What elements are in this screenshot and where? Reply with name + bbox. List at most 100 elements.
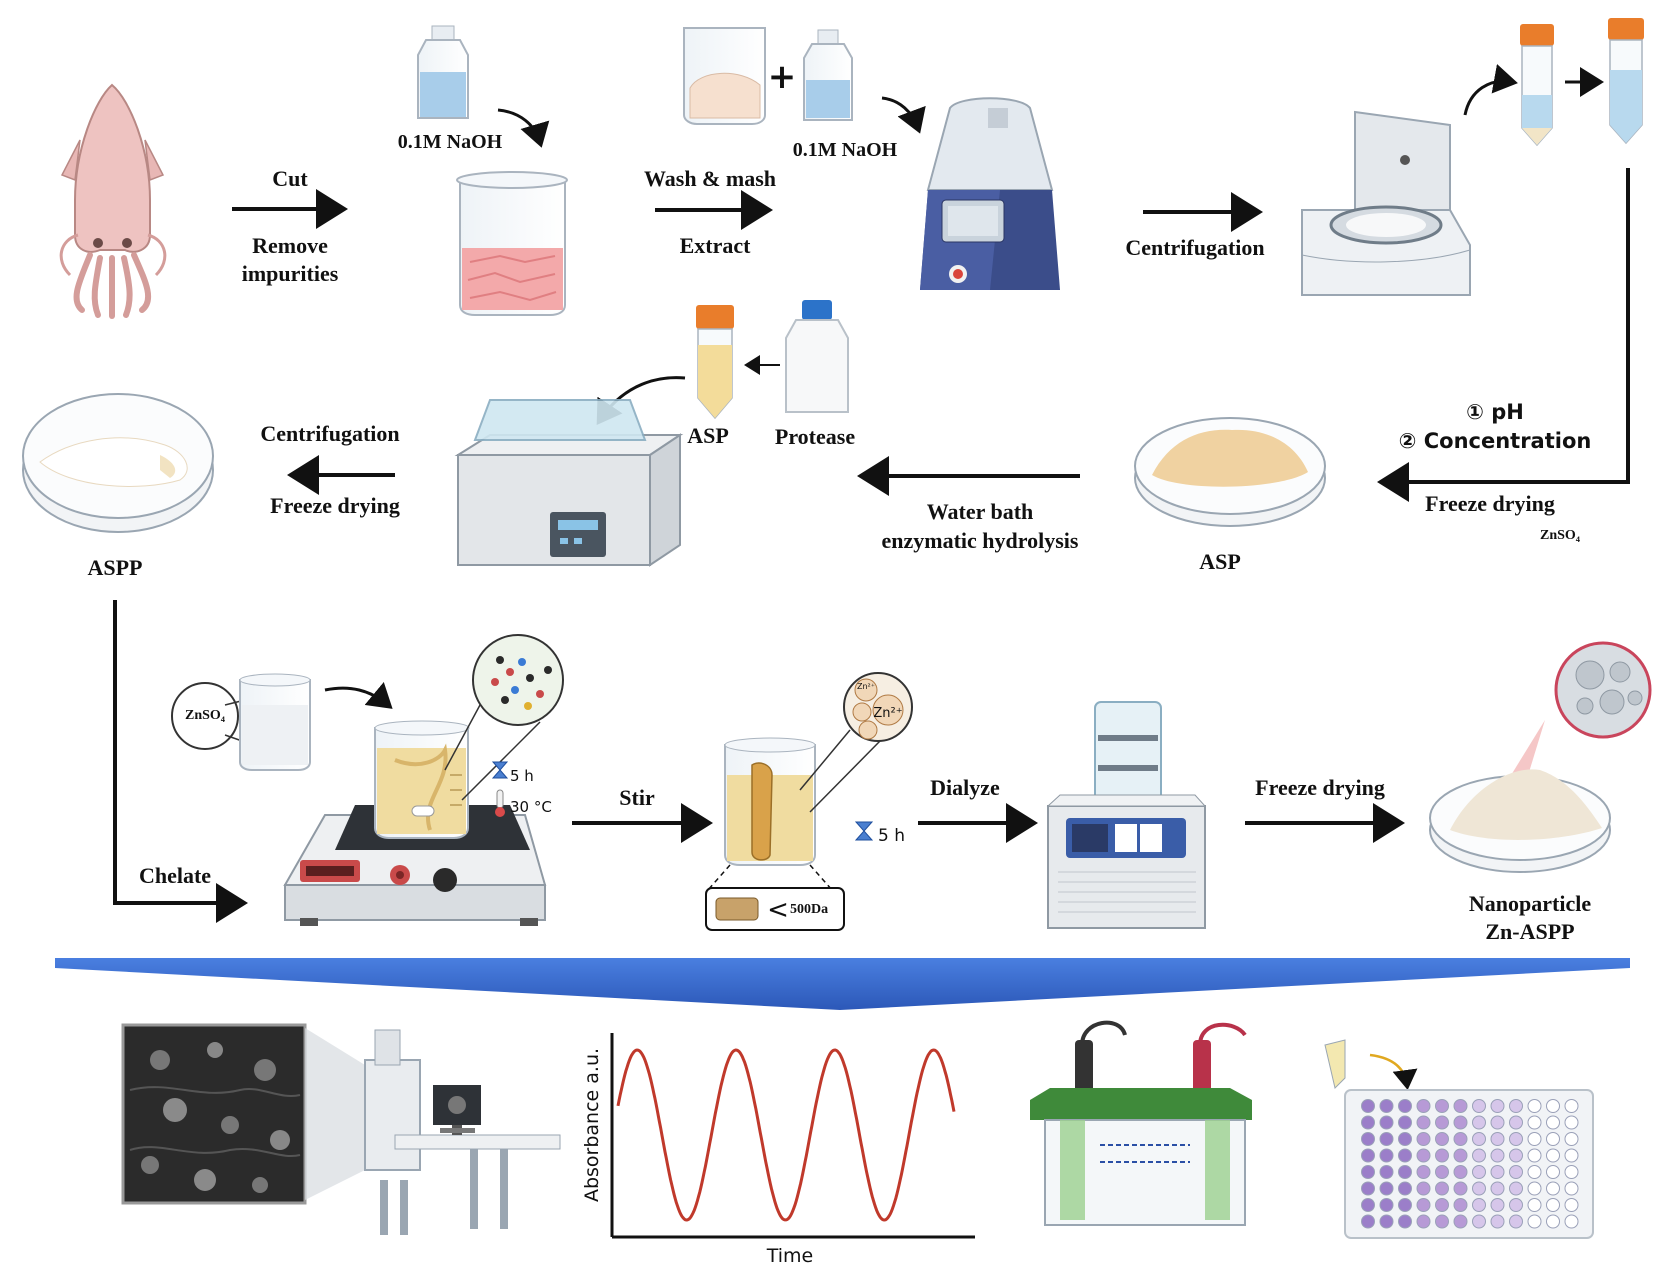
plate-well: [1472, 1165, 1486, 1179]
plate-well: [1379, 1165, 1394, 1179]
plate-well: [1546, 1214, 1560, 1229]
naoh-bottle-icon-1: [417, 25, 469, 119]
plate-well: [1472, 1099, 1486, 1113]
plate-well: [1546, 1132, 1560, 1146]
label-centrifugation-1: Centrifugation: [1125, 235, 1265, 260]
znso4-circle-icon: [171, 682, 239, 750]
plate-well: [1509, 1132, 1523, 1146]
plate-well: [1361, 1099, 1375, 1113]
label-freeze-drying-2: Freeze drying: [270, 493, 400, 518]
label-water-bath-1: Water bath: [926, 499, 1034, 524]
electrophoresis-icon: [1030, 1020, 1252, 1226]
label-znso4-circle: ZnSO₄: [185, 708, 225, 723]
thermometer-icon: [495, 789, 505, 817]
magnetic-stirrer-icon: [283, 805, 547, 926]
plate-well: [1564, 1099, 1579, 1113]
protease-bottle-icon: [785, 300, 849, 413]
microplate-icon: [1324, 1039, 1594, 1239]
tube-icon-2: [1608, 18, 1644, 145]
plate-well: [1490, 1132, 1505, 1146]
label-remove-impurities-1: Remove: [252, 233, 328, 258]
label-aspp: ASPP: [87, 555, 143, 580]
arrow-naoh-1: [497, 108, 550, 148]
plate-well: [1361, 1198, 1375, 1212]
plate-well: [1361, 1165, 1375, 1179]
plate-well: [1546, 1198, 1560, 1212]
plate-well: [1453, 1148, 1468, 1163]
plate-well: [1435, 1148, 1449, 1163]
plate-well: [1564, 1214, 1579, 1229]
plate-well: [1453, 1099, 1468, 1113]
label-freeze-drying-3: Freeze drying: [1255, 775, 1385, 800]
plate-well: [1472, 1198, 1486, 1212]
plate-well: [1564, 1115, 1579, 1130]
hourglass-icon-1: [491, 761, 509, 779]
plate-well: [1546, 1099, 1560, 1113]
label-freeze-drying-1: Freeze drying: [1425, 491, 1555, 516]
plate-well: [1527, 1181, 1542, 1196]
label-znso4-small: ZnSO₄: [1540, 528, 1580, 543]
plate-well: [1509, 1181, 1523, 1196]
extractor-device-icon: [920, 97, 1060, 290]
plate-well: [1379, 1214, 1394, 1229]
label-zn-ion-big: Zn²⁺: [873, 706, 903, 721]
plate-well: [1361, 1214, 1375, 1229]
plate-well: [1361, 1148, 1375, 1163]
plate-well: [1398, 1115, 1412, 1130]
plate-well: [1564, 1165, 1579, 1179]
plate-well: [1398, 1165, 1412, 1179]
plate-well: [1509, 1165, 1523, 1179]
plate-well: [1472, 1148, 1486, 1163]
plate-well: [1416, 1132, 1431, 1146]
peptide-molecule-icon: [472, 634, 564, 726]
plate-well: [1527, 1214, 1542, 1229]
label-nano-2: Zn-ASPP: [1485, 919, 1575, 944]
label-centrifugation-2: Centrifugation: [260, 421, 400, 446]
plate-well: [1379, 1132, 1394, 1146]
plate-well: [1398, 1198, 1412, 1212]
plate-well: [1472, 1181, 1486, 1196]
plate-well: [1435, 1198, 1449, 1212]
label-stir: Stir: [619, 785, 655, 810]
hourglass-icon-2: [854, 821, 874, 841]
plate-well: [1435, 1214, 1449, 1229]
label-naoh-2: 0.1M NaOH: [792, 139, 898, 161]
plate-well: [1435, 1132, 1449, 1146]
plate-well: [1398, 1132, 1412, 1146]
absorbance-curve: [616, 1048, 956, 1222]
plate-well: [1416, 1214, 1431, 1229]
molecule-atoms: [491, 656, 552, 710]
divider-banner: [55, 958, 1630, 1010]
label-cut: Cut: [272, 166, 308, 191]
tube-icon-1: [1520, 24, 1554, 147]
plate-well: [1564, 1132, 1579, 1146]
plate-well: [1472, 1115, 1486, 1130]
dialysis-beaker-icon: [724, 737, 816, 866]
squid-icon: [59, 83, 167, 319]
label-dialyze: Dialyze: [930, 775, 1000, 800]
label-temp-30c: 30 °C: [510, 798, 552, 816]
plus-icon: +: [768, 57, 797, 97]
beaker-tissue-icon: [456, 171, 568, 316]
plate-well: [1398, 1181, 1412, 1196]
uv-plot: [610, 1033, 975, 1239]
arrow-to-tube: [1463, 64, 1518, 116]
plate-well: [1509, 1198, 1523, 1212]
sem-image-icon: [121, 1023, 307, 1205]
label-asp-product: ASP: [1199, 549, 1241, 574]
plate-well: [1527, 1099, 1542, 1113]
label-zn-ion-small: Zn²⁺: [857, 682, 875, 691]
label-water-bath-2: enzymatic hydrolysis: [881, 528, 1079, 553]
plate-well: [1490, 1115, 1505, 1130]
plate-well: [1379, 1198, 1394, 1212]
less-than-icon: <: [767, 895, 789, 925]
arrow-freeze-drying-1: [1377, 168, 1630, 502]
plate-well: [1416, 1198, 1431, 1212]
freeze-dryer-icon: [1046, 701, 1207, 929]
plate-well: [1564, 1198, 1579, 1212]
arrow-znso4: [324, 681, 393, 709]
plate-well: [1509, 1099, 1523, 1113]
plate-well: [1564, 1181, 1579, 1196]
plate-well: [1546, 1165, 1560, 1179]
